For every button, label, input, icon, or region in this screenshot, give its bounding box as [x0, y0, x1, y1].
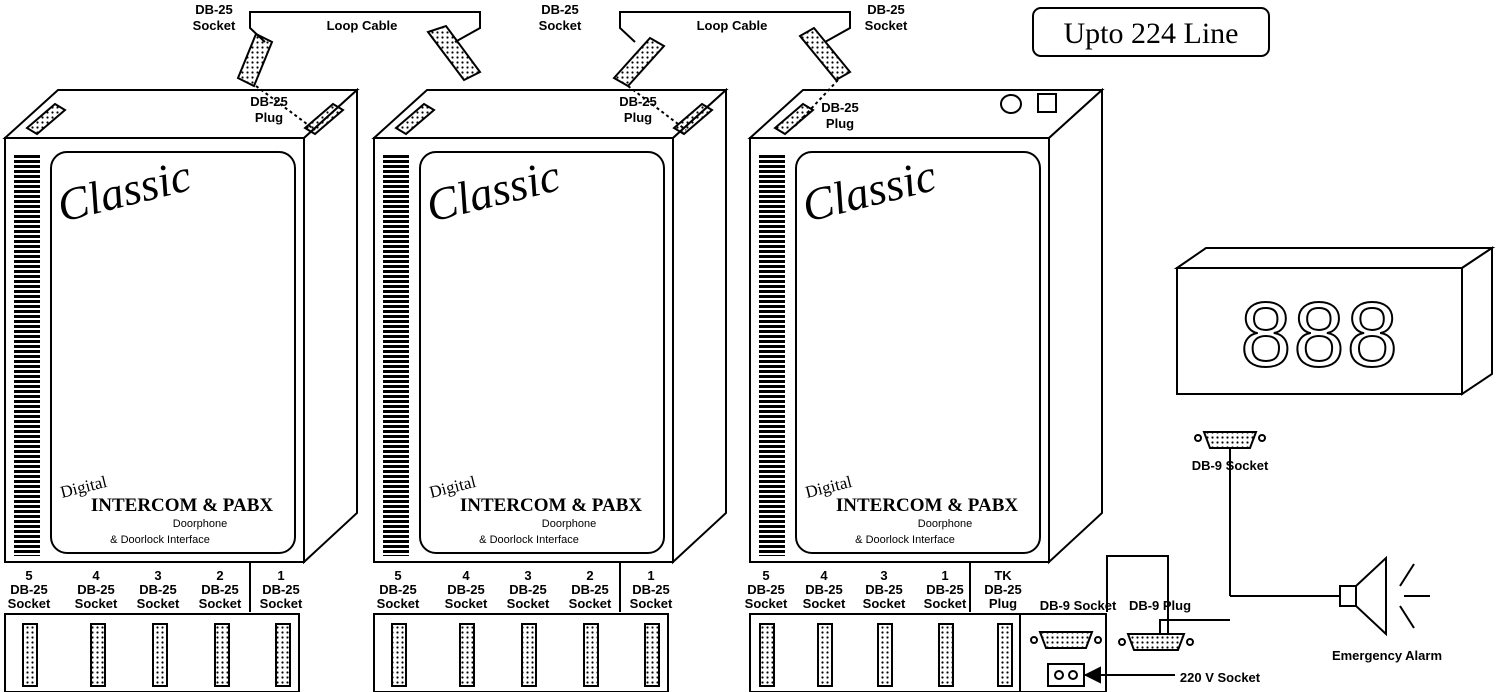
svg-text:DB-25: DB-25: [77, 582, 115, 597]
svg-text:DB-25: DB-25: [805, 582, 843, 597]
title-box: Upto 224 Line: [1032, 7, 1270, 57]
svg-text:4: 4: [462, 568, 470, 583]
svg-text:Socket: Socket: [569, 596, 612, 611]
db25-plug-connector: [25, 102, 345, 136]
db25-port-column: [22, 623, 291, 687]
svg-text:5: 5: [762, 568, 769, 583]
svg-text:DB-25: DB-25: [10, 582, 48, 597]
label-loop-cable-1: Loop Cable: [327, 18, 398, 33]
svg-text:DB-25: DB-25: [926, 582, 964, 597]
svg-text:3: 3: [524, 568, 531, 583]
label-db9-socket-display: DB-9 Socket: [1192, 458, 1269, 473]
svg-text:3: 3: [880, 568, 887, 583]
svg-text:4: 4: [92, 568, 100, 583]
svg-text:Doorphone: Doorphone: [173, 518, 227, 530]
svg-text:DB-25: DB-25: [865, 582, 903, 597]
pabx-unit-1: [2, 87, 360, 692]
port-labels-unit-3: 5 DB-25 Socket 4 DB-25 Socket 3 DB-25 So…: [745, 568, 1022, 611]
product-name: INTERCOM & PABX: [91, 495, 274, 516]
label-db25-socket-2: DB-25: [541, 2, 579, 17]
pabx-unit-3: [747, 87, 1107, 692]
alarm-wiring: [1083, 431, 1430, 684]
label-db25-plug-1: DB-25: [250, 94, 288, 109]
svg-text:Doorphone: Doorphone: [542, 518, 596, 530]
loop-cable-2: [612, 11, 852, 131]
label-db9-socket-panel: DB-9 Socket: [1040, 598, 1117, 613]
svg-text:Socket: Socket: [539, 18, 582, 33]
svg-text:Socket: Socket: [865, 18, 908, 33]
svg-text:Plug: Plug: [255, 110, 283, 125]
svg-text:& Doorlock Interface: & Doorlock Interface: [479, 534, 579, 546]
product-name: INTERCOM & PABX: [836, 495, 1019, 516]
label-db25-socket-1: DB-25: [195, 2, 233, 17]
led-display: 888: [1173, 246, 1496, 396]
product-name: INTERCOM & PABX: [460, 495, 643, 516]
label-db25-plug-2: DB-25: [619, 94, 657, 109]
svg-text:DB-25: DB-25: [571, 582, 609, 597]
svg-text:Socket: Socket: [260, 596, 303, 611]
svg-text:DB-25: DB-25: [201, 582, 239, 597]
power-socket: [1047, 663, 1085, 687]
svg-text:2: 2: [216, 568, 223, 583]
svg-text:DB-25: DB-25: [262, 582, 300, 597]
svg-text:TK: TK: [994, 568, 1012, 583]
svg-text:5: 5: [394, 568, 401, 583]
svg-text:Socket: Socket: [630, 596, 673, 611]
svg-text:1: 1: [647, 568, 654, 583]
svg-text:Doorphone: Doorphone: [918, 518, 972, 530]
svg-text:Plug: Plug: [826, 116, 854, 131]
label-emergency-alarm: Emergency Alarm: [1332, 648, 1442, 663]
svg-text:DB-25: DB-25: [509, 582, 547, 597]
svg-text:Upto 224 Line: Upto 224 Line: [1064, 17, 1239, 50]
svg-text:Socket: Socket: [199, 596, 242, 611]
svg-text:Socket: Socket: [137, 596, 180, 611]
svg-text:DB-25: DB-25: [984, 582, 1022, 597]
svg-text:DB-25: DB-25: [632, 582, 670, 597]
label-db25-plug-3: DB-25: [821, 100, 859, 115]
svg-text:5: 5: [25, 568, 32, 583]
svg-text:3: 3: [154, 568, 161, 583]
label-db9-plug: DB-9 Plug: [1129, 598, 1191, 613]
port-labels-unit-2: 5 DB-25 Socket 4 DB-25 Socket 3 DB-25 So…: [377, 568, 673, 611]
label-power-socket: 220 V Socket: [1180, 670, 1261, 685]
svg-text:& Doorlock Interface: & Doorlock Interface: [855, 534, 955, 546]
svg-text:Plug: Plug: [624, 110, 652, 125]
svg-text:Socket: Socket: [377, 596, 420, 611]
svg-text:DB-25: DB-25: [379, 582, 417, 597]
svg-text:Socket: Socket: [507, 596, 550, 611]
svg-text:Socket: Socket: [75, 596, 118, 611]
svg-text:Socket: Socket: [803, 596, 846, 611]
loop-cable-1: [236, 11, 482, 131]
svg-text:1: 1: [277, 568, 284, 583]
label-db25-socket-3: DB-25: [867, 2, 905, 17]
svg-text:Socket: Socket: [193, 18, 236, 33]
db9-socket-panel: [1030, 631, 1102, 649]
svg-text:DB-25: DB-25: [139, 582, 177, 597]
svg-text:Socket: Socket: [863, 596, 906, 611]
label-loop-cable-2: Loop Cable: [697, 18, 768, 33]
svg-text:2: 2: [586, 568, 593, 583]
svg-text:Socket: Socket: [924, 596, 967, 611]
svg-text:Socket: Socket: [745, 596, 788, 611]
svg-text:Socket: Socket: [8, 596, 51, 611]
port-labels-unit-1: 5 DB-25 Socket 4 DB-25 Socket 3 DB-25 So…: [8, 568, 303, 611]
svg-text:DB-25: DB-25: [747, 582, 785, 597]
svg-text:DB-25: DB-25: [447, 582, 485, 597]
pabx-unit-2: [371, 87, 729, 692]
display-digits: 888: [1240, 284, 1400, 386]
svg-text:Socket: Socket: [445, 596, 488, 611]
svg-text:4: 4: [820, 568, 828, 583]
svg-text:Plug: Plug: [989, 596, 1017, 611]
svg-text:& Doorlock Interface: & Doorlock Interface: [110, 534, 210, 546]
svg-text:1: 1: [941, 568, 948, 583]
